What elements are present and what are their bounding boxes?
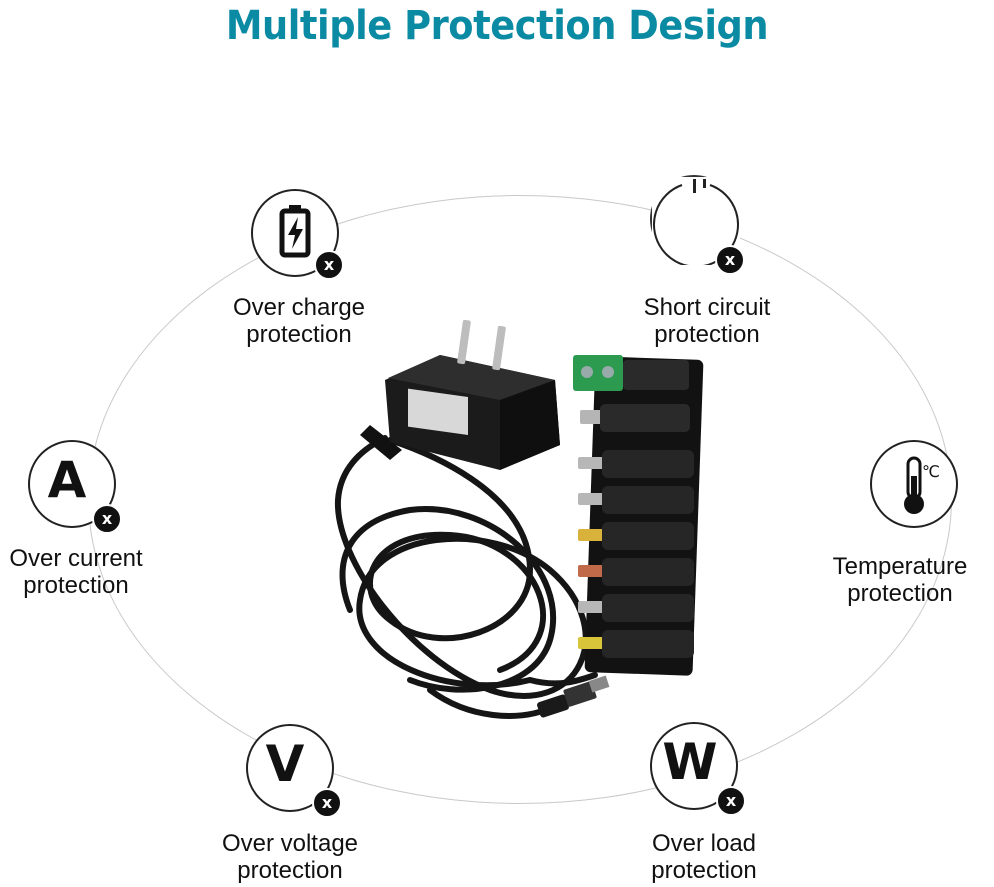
connector-pin [578,601,604,613]
over-current-label: Over current protection [9,545,143,599]
over-voltage-label: Over voltage protection [221,830,359,884]
x-mark-icon: x [92,504,122,534]
connector-body [602,486,694,514]
connector-pin [578,457,604,469]
wall-adapter-icon [385,319,560,470]
temperature-badge: ℃ [870,440,958,528]
short-circuit-badge: x [650,175,745,275]
x-mark-icon: x [715,245,745,275]
connector-body [602,522,694,550]
over-load-badge: W x [650,722,746,816]
x-mark-icon: x [716,786,746,816]
connector-pin [578,637,604,649]
wattage-icon: W [662,733,718,791]
over-voltage-badge: V x [246,724,342,818]
connector-pin [578,493,604,505]
voltage-icon: V [265,735,305,793]
x-mark-icon: x [312,788,342,818]
thermometer-icon [904,456,924,514]
over-load-label: Over load protection [651,830,757,884]
connector-pin [578,565,604,577]
connector-body [602,594,694,622]
connector-body [602,450,694,478]
celsius-unit: ℃ [922,462,940,481]
power-adapter-illustration [334,319,704,719]
battery-charge-icon [279,205,311,258]
temperature-label: Temperature protection [832,553,968,607]
page-title: Multiple Protection Design [225,3,769,49]
over-charge-label: Over charge protection [232,294,366,348]
connector-body [602,558,694,586]
connector-tips-icon [573,355,704,676]
connector-body [602,630,694,658]
over-current-badge: A x [28,440,122,534]
x-mark-icon: x [314,250,344,280]
over-charge-badge: x [251,189,344,280]
short-circuit-label: Short circuit protection [643,294,771,348]
dc-plug-icon [537,675,610,718]
connector-pin [578,529,604,541]
ampere-icon: A [47,451,87,509]
